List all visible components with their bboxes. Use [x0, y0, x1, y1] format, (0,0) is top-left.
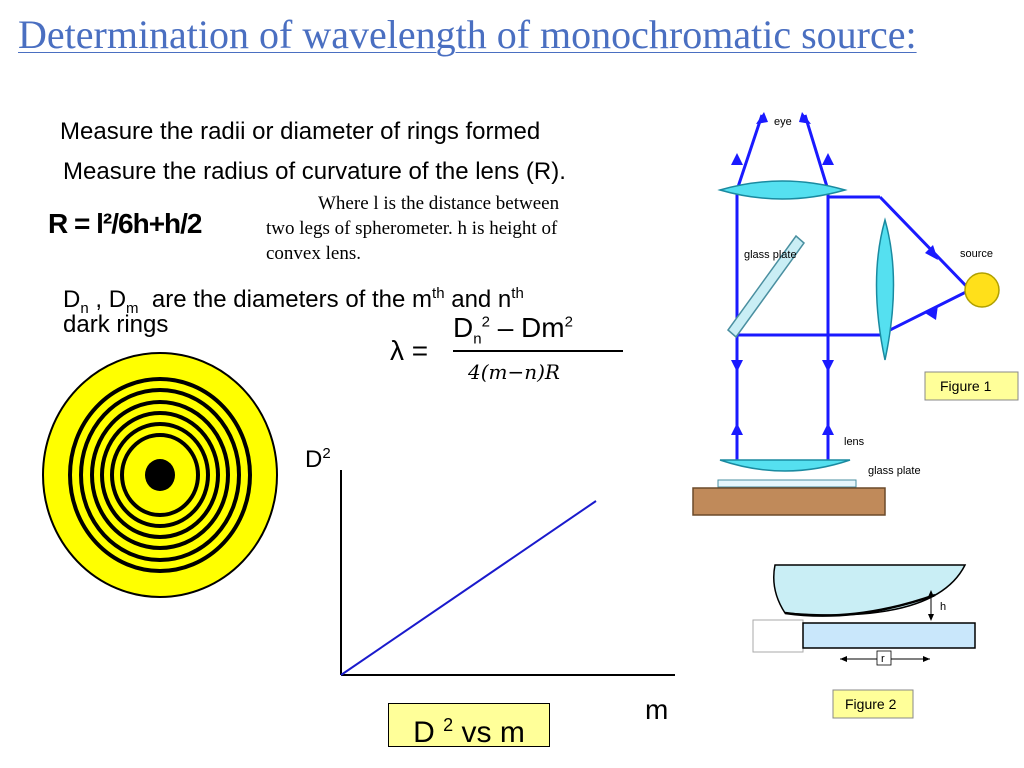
lambda-lhs: λ = [390, 335, 429, 366]
light-source [964, 272, 1000, 308]
m-subscript: m [126, 299, 139, 317]
h-label: h [940, 601, 946, 613]
ray-source-top [878, 195, 972, 292]
eye-label: eye [774, 116, 792, 128]
r-label-box [876, 650, 892, 666]
series-line [340, 500, 597, 676]
ring-4 [100, 411, 220, 539]
glass-plate-tilted [726, 234, 806, 339]
figure-2-lens-gap: h r Figure 2 [752, 564, 976, 719]
graph-caption: D 2 vs m [388, 703, 550, 749]
ring-2 [79, 388, 241, 562]
page-title: Determination of wavelength of monochrom… [18, 12, 917, 57]
dark-rings-text: dark rings [63, 311, 169, 338]
arrow-down-left [731, 360, 743, 372]
th-superscript-1: th [432, 285, 445, 302]
ring-6 [120, 433, 200, 517]
note-line-2: two legs of spherometer. h is height of [266, 218, 558, 239]
graph-ylabel: D2 [305, 445, 331, 473]
step-measure-radii: Measure the radii or diameter of rings f… [60, 118, 541, 145]
graph-xlabel: m [645, 694, 669, 725]
wooden-base [692, 487, 886, 516]
flat-glass-plate [802, 622, 976, 649]
h-arrows [928, 590, 934, 621]
arrow-eye-right [799, 112, 811, 124]
lens-label: lens [844, 436, 865, 448]
spherometer-note: Where l is the distance between two legs… [266, 191, 696, 266]
comma: , [88, 286, 109, 313]
step-measure-curvature: Measure the radius of curvature of the l… [63, 158, 566, 185]
ring-3 [90, 400, 230, 550]
wavelength-numerator: Dn2 – Dm2 [453, 312, 573, 348]
central-dark-spot [145, 459, 175, 491]
lens-curve [784, 593, 936, 617]
arrow-eye-left [756, 112, 768, 124]
and-text: and n [444, 286, 512, 313]
dark-rings [68, 377, 252, 573]
note-line-1: Where l is the distance between [318, 193, 560, 214]
note-line-3: convex lens. [266, 243, 361, 264]
arrow-down-right [822, 360, 834, 372]
n-subscript: n [80, 299, 89, 317]
plate-left-block [752, 619, 804, 653]
fraction-bar [453, 350, 623, 352]
arrow-up-right [822, 423, 834, 435]
glass-plate-label: glass plate [744, 249, 797, 261]
num-sup-2: 2 [564, 313, 573, 331]
num-rest: – Dm [489, 312, 565, 343]
d-symbol-2: D [108, 286, 127, 313]
th-superscript-2: th [511, 285, 524, 302]
convex-lens-section [773, 564, 967, 616]
figure-2-caption-box [832, 689, 914, 719]
num-d: D [453, 312, 474, 343]
arrow-source-bottom [925, 305, 938, 320]
eyepiece-lens [717, 180, 848, 200]
arrow-up-left [731, 423, 743, 435]
ring-1 [68, 377, 252, 573]
source-label: source [960, 248, 993, 260]
arrow-source-top [925, 245, 938, 260]
r-label: r [881, 653, 885, 665]
radius-formula: R = l²/6h+h/2 [48, 208, 202, 239]
source-lens [875, 217, 895, 361]
figure-1-caption: Figure 1 [940, 378, 992, 394]
ring-5 [110, 422, 210, 528]
arrow-up-left-top [731, 153, 743, 165]
arrow-up-right-top [822, 153, 834, 165]
bottom-glass-plate [717, 479, 857, 488]
ray-arrows [731, 112, 938, 435]
num-sup: 2 [481, 313, 490, 331]
d2-vs-m-graph [340, 470, 675, 676]
plano-convex-lens [719, 459, 851, 472]
figure-2-caption: Figure 2 [845, 696, 897, 712]
ray-source-bottom [879, 288, 971, 337]
figure-1-caption-box [924, 371, 1019, 401]
wavelength-denominator: 4(m−n)R [468, 360, 560, 384]
d-symbol: D [63, 286, 81, 313]
newtons-rings [42, 352, 278, 598]
diameters-text: are the diameters of the m [138, 286, 433, 313]
glass-plate-bottom-label: glass plate [868, 465, 921, 477]
diameters-definition: Dn , Dm are the diameters of the mth and… [63, 277, 524, 326]
num-sub: n [473, 330, 482, 348]
light-rays [735, 114, 972, 465]
figure-1-apparatus: eye glass plate source lens glass plate … [692, 112, 1019, 516]
ray-right [803, 114, 830, 465]
